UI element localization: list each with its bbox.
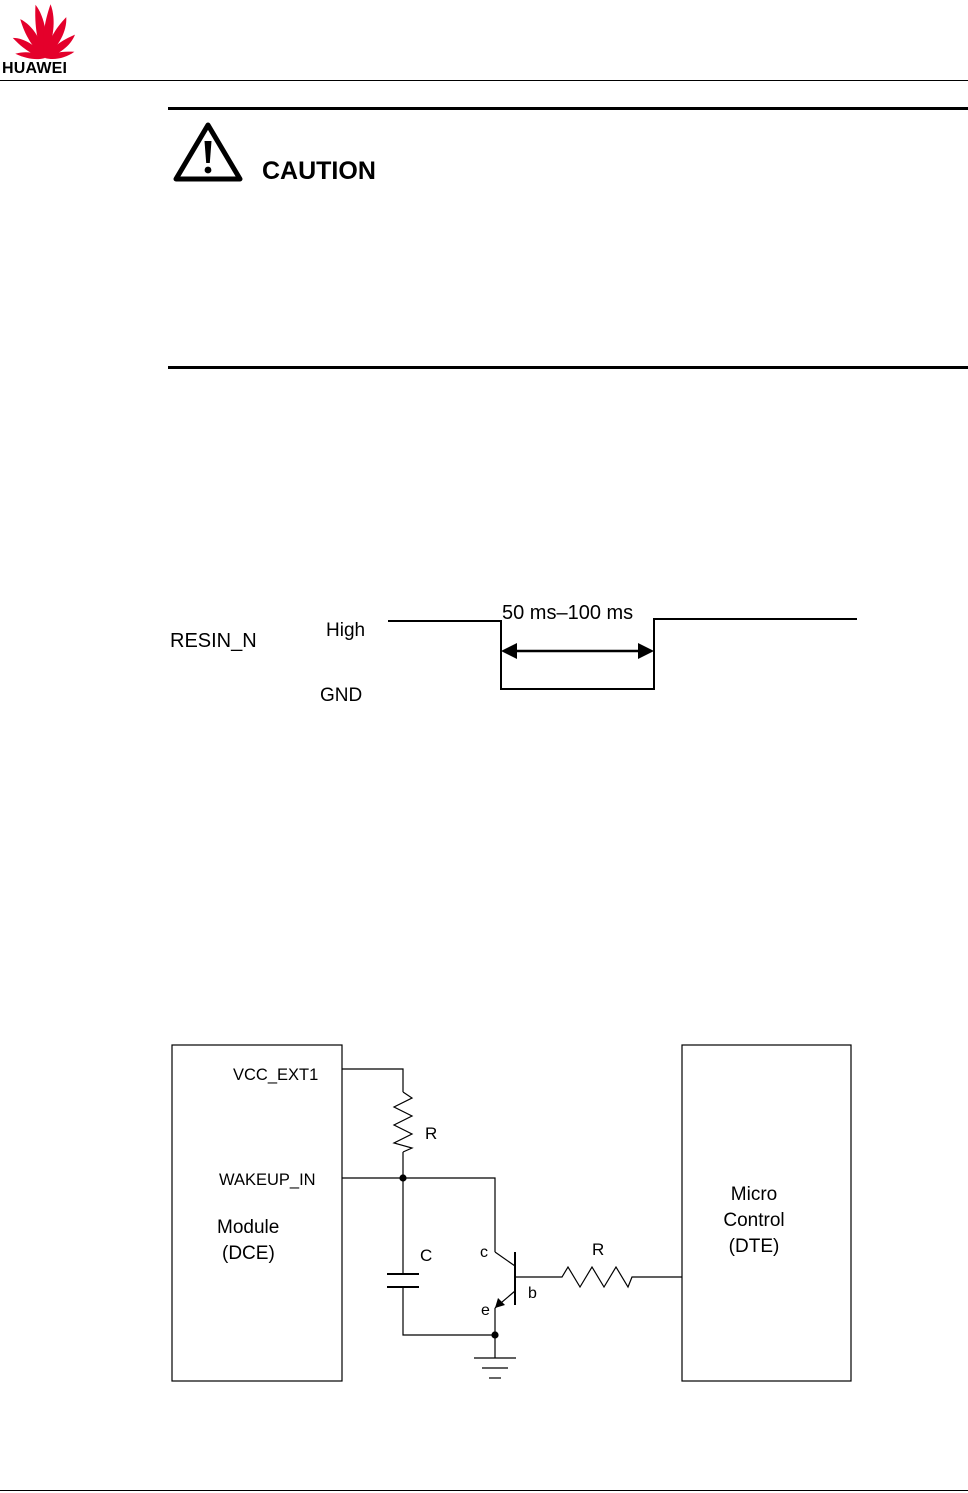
caution-bottom-rule — [168, 366, 968, 369]
mcu-block — [681, 1044, 852, 1382]
brand-name: HUAWEI — [2, 60, 68, 77]
pin-vcc-label: VCC_EXT1 — [233, 1066, 318, 1084]
module-label: Module — [217, 1217, 279, 1238]
cap-ground-wire — [402, 1287, 495, 1336]
footer-divider — [0, 1490, 968, 1491]
resistor-top-label: R — [425, 1124, 437, 1143]
resin-timing-diagram: RESIN_N High GND 50 ms–100 ms — [160, 590, 880, 720]
junction-dot-ground — [491, 1331, 499, 1339]
header-divider — [0, 80, 968, 81]
vcc-wire — [342, 1068, 404, 1092]
mcu-label-1: Micro — [731, 1184, 777, 1205]
huawei-logo: HUAWEI — [0, 0, 90, 80]
level-low-label: GND — [320, 685, 362, 706]
capacitor-label: C — [420, 1246, 432, 1265]
arrow-right-head — [638, 643, 654, 659]
module-block — [171, 1044, 343, 1382]
signal-name: RESIN_N — [170, 630, 257, 652]
caution-top-rule — [168, 107, 968, 110]
base-resistor — [515, 1265, 682, 1289]
pin-wakeup-label: WAKEUP_IN — [219, 1171, 316, 1189]
wakeup-wire — [342, 1177, 496, 1252]
transistor-collector — [494, 1251, 516, 1267]
level-high-label: High — [326, 620, 365, 641]
collector-label: c — [480, 1244, 488, 1261]
base-label: b — [528, 1285, 537, 1302]
huawei-petal-logo-icon — [12, 4, 75, 60]
page-header: HUAWEI — [0, 0, 968, 82]
warning-triangle-icon — [172, 121, 244, 183]
wakeup-circuit-diagram: VCC_EXT1 WAKEUP_IN Module (DCE) Micro Co… — [160, 1030, 870, 1400]
caution-notice: CAUTION — [168, 107, 968, 369]
caution-label: CAUTION — [262, 157, 376, 185]
pullup-resistor — [392, 1091, 414, 1153]
arrow-left-head — [501, 643, 517, 659]
module-type-label: (DCE) — [222, 1243, 275, 1264]
mcu-label-2: Control — [723, 1210, 784, 1231]
mcu-label-3: (DTE) — [729, 1236, 780, 1257]
emitter-arrow-icon — [495, 1298, 505, 1308]
junction-dot-wakeup — [399, 1174, 407, 1182]
pulse-width-label: 50 ms–100 ms — [502, 602, 633, 624]
resistor-base-label: R — [592, 1240, 604, 1259]
emitter-label: e — [481, 1302, 490, 1319]
pulse-waveform — [388, 618, 857, 690]
